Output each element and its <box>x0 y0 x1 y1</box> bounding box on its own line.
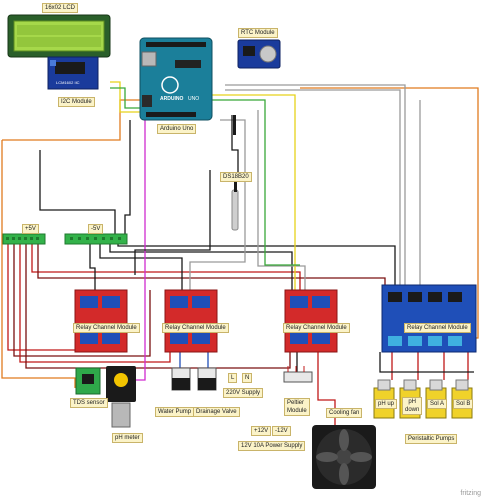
wire-yellow-1 <box>210 94 296 290</box>
wire-gray-3 <box>225 84 406 285</box>
label-ph-down: pH down <box>402 397 423 415</box>
wire-red-6 <box>37 244 386 290</box>
wire-black-7 <box>134 170 211 275</box>
label-rtc: RTC Module <box>238 28 278 38</box>
label-sol-b: Sol B <box>453 399 474 409</box>
label-220v-supply: 220V Supply <box>223 388 264 398</box>
label-minus5v: -5V <box>88 224 104 234</box>
water-pump <box>171 367 191 391</box>
label-relay-2: Relay Channel Module <box>162 323 229 333</box>
label-ds18b20: DS18B20 <box>220 172 252 182</box>
label-ph-meter: pH meter <box>112 433 143 443</box>
wire-green-2 <box>110 87 145 109</box>
wire-gray-2 <box>225 89 401 285</box>
label-drainage-valve: Drainage Valve <box>193 407 240 417</box>
label-relay-3: Relay Channel Module <box>283 323 350 333</box>
label-arduino: Arduino Uno <box>157 124 197 134</box>
arduino-brand-text: ARDUINO <box>160 96 183 102</box>
label-plus12v: +12V <box>251 426 272 436</box>
i2c-module: LCM1602 IIC <box>47 56 99 90</box>
label-peristaltic-pumps: Peristaltic Pumps <box>405 434 458 444</box>
wire-red-5 <box>31 244 301 290</box>
wire-magenta <box>125 115 146 381</box>
wire-red-2 <box>13 244 151 357</box>
label-i2c: I2C Module <box>58 97 95 107</box>
label-ph-up: pH up <box>375 399 398 409</box>
drainage-valve <box>197 367 217 391</box>
wire-black-5 <box>39 150 116 235</box>
wire-black-1 <box>89 244 96 290</box>
wire-gray-4 <box>257 110 306 290</box>
fritzing-watermark: fritzing <box>460 490 481 497</box>
rtc-module <box>237 39 281 69</box>
cooling-fan <box>312 425 376 489</box>
relay-module-2 <box>164 289 218 353</box>
label-neutral: N <box>242 373 253 383</box>
wires <box>1 81 479 425</box>
label-water-pump: Water Pump <box>155 407 195 417</box>
wire-orange-left <box>1 140 76 388</box>
label-sol-a: Sol A <box>427 399 448 409</box>
label-plus5v: +5V <box>22 224 39 234</box>
lcd-display <box>7 14 111 58</box>
wire-green-1 <box>205 99 300 266</box>
arduino-board: ARDUINO UNO <box>139 37 213 121</box>
ds18b20-probe <box>231 115 239 231</box>
ph-meter-board <box>106 366 136 428</box>
label-lcd: 16x02 LCD <box>42 3 79 13</box>
label-relay-1: Relay Channel Module <box>73 323 140 333</box>
label-tds: TDS sensor <box>70 398 108 408</box>
relay-module-3 <box>284 289 338 353</box>
peltier-module <box>283 366 313 383</box>
wire-ds18b20 <box>231 115 239 175</box>
label-minus12v: -12V <box>272 426 291 436</box>
rail-plus5v <box>2 233 46 245</box>
wire-black-4 <box>117 244 396 285</box>
label-peltier: Peltier Module <box>284 398 310 416</box>
wire-black-3 <box>109 244 293 290</box>
tds-sensor-board <box>75 367 101 395</box>
label-live: L <box>228 373 238 383</box>
relay-module-1 <box>74 289 128 353</box>
wire-black-6 <box>124 120 131 235</box>
label-12v-supply: 12V 10A Power Supply <box>238 441 306 451</box>
wire-perist-gnd <box>379 352 474 373</box>
i2c-chip-label: LCM1602 IIC <box>56 80 80 85</box>
rail-minus5v <box>64 233 128 245</box>
label-relay-4: Relay Channel Module <box>404 323 471 333</box>
arduino-uno-text: UNO <box>188 96 199 102</box>
wire-gray-1 <box>189 119 246 290</box>
wire-orange-top <box>2 99 140 141</box>
wire-black-2 <box>99 244 183 290</box>
wire-yellow-2 <box>110 81 148 113</box>
relay-module-4 <box>381 284 477 353</box>
label-cooling-fan: Cooling fan <box>326 408 363 418</box>
